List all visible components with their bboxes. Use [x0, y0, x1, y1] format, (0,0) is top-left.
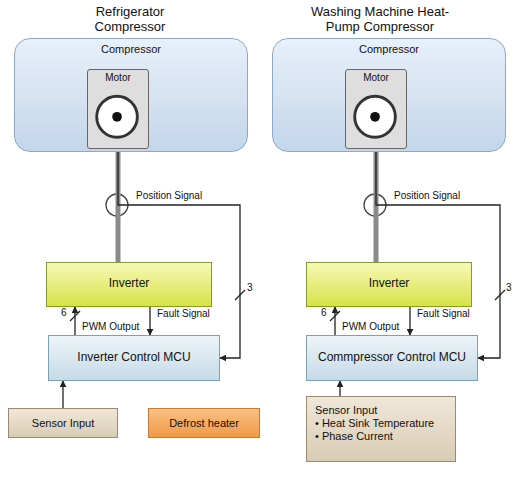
box-label: Inverter	[53, 276, 205, 290]
bus-width-number: 3	[506, 282, 512, 294]
sensor-input-box: Sensor Input	[8, 408, 118, 438]
compressor-housing: CompressorMotor	[14, 38, 248, 152]
signal-arrow	[409, 307, 410, 335]
signal-label: Fault Signal	[156, 308, 211, 320]
bus-width-number: 6	[61, 307, 67, 319]
signal-label: Position Signal	[393, 190, 461, 202]
signal-label: Position Signal	[135, 190, 203, 202]
signal-arrow	[74, 307, 75, 335]
rotor-ring	[97, 96, 138, 137]
box-label: Commpressor Control MCU	[313, 350, 471, 364]
signal-label: PWM Output	[81, 321, 140, 333]
signal-arrow	[62, 381, 63, 408]
mcu-box: Commpressor Control MCU	[306, 335, 478, 381]
box-label: Motor	[348, 72, 404, 84]
box-label: Inverter	[313, 276, 465, 290]
heater-box: Defrost heater	[148, 408, 260, 438]
box-label: Defrost heater	[155, 417, 253, 430]
bus-width-number: 3	[247, 282, 253, 294]
rotor-hub	[112, 112, 122, 122]
inverter-box: Inverter	[306, 262, 472, 307]
rotor-ring	[355, 96, 396, 137]
box-label: Inverter Control MCU	[55, 350, 213, 364]
sensor-input-box: Sensor Input• Heat Sink Temperature• Pha…	[306, 396, 456, 462]
panel-title: Washing Machine Heat-Pump Compressor	[300, 5, 460, 35]
box-item: • Heat Sink Temperature	[315, 417, 447, 430]
box-label: Sensor Input	[315, 404, 447, 417]
inverter-box: Inverter	[46, 262, 212, 307]
motor-box: Motor	[87, 69, 149, 149]
box-label: Sensor Input	[15, 417, 111, 430]
motor-box: Motor	[345, 69, 407, 149]
signal-arrow	[339, 381, 340, 396]
signal-arrow	[334, 307, 335, 335]
box-label: Compressor	[279, 43, 499, 56]
signal-label: Fault Signal	[416, 308, 471, 320]
signal-arrow	[149, 307, 150, 335]
signal-label: PWM Output	[341, 321, 400, 333]
bus-width-number: 6	[321, 307, 327, 319]
compressor-housing: CompressorMotor	[272, 38, 506, 152]
box-item: • Phase Current	[315, 430, 447, 443]
panel-title: Refrigerator Compressor	[60, 5, 200, 35]
mcu-box: Inverter Control MCU	[48, 335, 220, 381]
box-label: Motor	[90, 72, 146, 84]
rotor-hub	[370, 112, 380, 122]
box-label: Compressor	[21, 43, 241, 56]
